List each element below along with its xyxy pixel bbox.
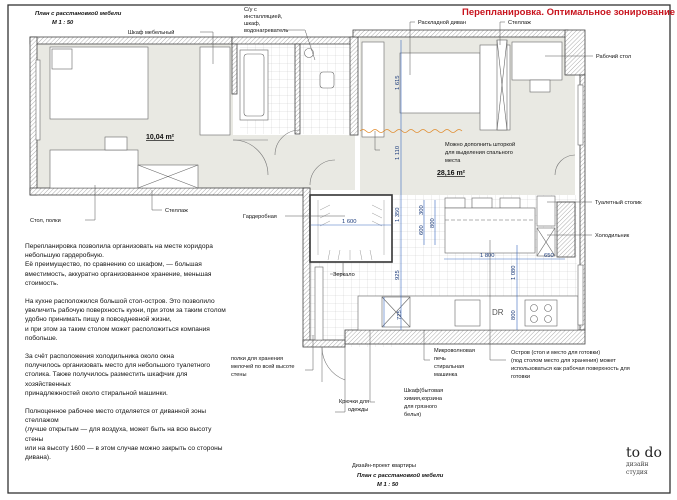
svg-text:Крючки для: Крючки для [339, 399, 369, 405]
curtain-line [359, 129, 463, 133]
svg-text:шкаф,: шкаф, [244, 21, 261, 27]
svg-text:(под столом место для хранения: (под столом место для хранения) может [511, 358, 616, 364]
label-shelving-top: Стеллаж [508, 20, 531, 26]
corridor-floor [233, 135, 355, 190]
windows [35, 59, 584, 326]
toilet [319, 71, 335, 89]
footer-plan-title: План с расстановкой мебели [357, 472, 444, 479]
svg-text:печь: печь [434, 356, 446, 362]
label-microwave: Микроволновая печь стиральная машинка [434, 348, 475, 378]
note-workspace: Полноценное рабочее место отделяется от … [25, 408, 223, 462]
label-small-shelves: полки для хранения мелочей по всей высот… [231, 356, 294, 378]
sofa [399, 52, 481, 114]
plan-title: План с расстановкой мебели [35, 10, 122, 17]
dim-island-b: 600 [419, 225, 425, 235]
svg-text:Шкаф(бытовая: Шкаф(бытовая [404, 388, 443, 394]
area-bedroom: 10,04 m² [146, 134, 175, 141]
dim-closet-side: 1 350 [395, 207, 401, 222]
label-hooks: Крючки для одежды [339, 399, 369, 413]
area-living: 28,16 m² [437, 170, 466, 177]
label-desk: Рабочий стол [596, 53, 631, 60]
dim-island-length: 1 800 [480, 253, 495, 259]
svg-text:стены: стены [231, 372, 247, 378]
dim-counter: 800 [511, 310, 517, 320]
dim-closet-width: 1 600 [342, 219, 357, 225]
desk-shelves [49, 149, 139, 189]
hob [524, 299, 558, 327]
leader-lines [85, 21, 593, 413]
label-mirror: Зеркало [333, 272, 355, 278]
wc-floor [300, 44, 350, 134]
dim-island-a: 300 [419, 205, 425, 215]
svg-text:водонагреватель: водонагреватель [244, 28, 288, 34]
tv-cabinet [361, 41, 385, 138]
svg-text:готовки: готовки [511, 374, 530, 380]
label-table-shelves: Стол, полки [30, 218, 61, 224]
label-walk-in-closet: Гардеробная [243, 214, 277, 220]
label-sofa: Раскладной диван [418, 19, 466, 26]
sheet-frame [7, 4, 671, 494]
furniture [49, 39, 579, 341]
svg-text:машинка: машинка [434, 372, 458, 378]
closet-shelves [317, 200, 385, 261]
logo-sub1: дизайн [626, 461, 649, 468]
label-dressing-table: Туалетный столик [595, 199, 642, 206]
desk [511, 41, 563, 81]
svg-text:одежды: одежды [348, 407, 368, 413]
design-notes: Перепланировка позволила организовать на… [25, 242, 230, 471]
dim-island-c: 800 [430, 218, 436, 228]
svg-text:инсталляцией,: инсталляцией, [244, 13, 283, 20]
svg-text:для выделения спального: для выделения спального [445, 150, 513, 156]
small-shelves [314, 266, 324, 341]
svg-text:мелочей по всей высоте: мелочей по всей высоте [231, 363, 294, 370]
plan-scale: М 1 : 50 [52, 20, 74, 26]
svg-text:для грязного: для грязного [404, 404, 437, 410]
sink [454, 299, 481, 327]
svg-text:полки для хранения: полки для хранения [231, 356, 283, 362]
label-wardrobe-furniture: Шкаф мебельный [128, 29, 174, 36]
dressing-table [536, 195, 556, 227]
svg-text:места: места [445, 158, 461, 164]
dimension-lines [311, 40, 565, 330]
svg-text:Можно дополнить шторкой: Можно дополнить шторкой [445, 141, 515, 148]
svg-text:белья): белья) [404, 412, 421, 418]
svg-text:использоваться как рабочая пов: использоваться как рабочая поверхность д… [511, 366, 630, 372]
footer-scale: М 1 : 50 [377, 482, 399, 488]
svg-text:химия,корзина: химия,корзина [404, 396, 443, 402]
note-fridge: За счёт расположения холодильника около … [25, 353, 211, 397]
dim-sofa-to-island: 1 110 [395, 146, 401, 160]
dim-hall: 925 [395, 270, 401, 280]
dishwasher-label: DR [492, 308, 504, 317]
water-heater [304, 48, 314, 58]
note-island: На кухне расположился большой стол-остро… [25, 298, 226, 342]
doors [232, 129, 576, 382]
svg-text:С/у с: С/у с [244, 7, 257, 13]
note-closet: Перепланировка позволила организовать на… [25, 243, 213, 287]
label-curtain: Можно дополнить шторкой для выделения сп… [445, 141, 515, 164]
logo-sub2: студия [626, 469, 648, 476]
dim-hall-small: 725 [397, 310, 403, 320]
dim-sofa-depth: 1 615 [395, 75, 401, 90]
label-bathroom: С/у с инсталляцией, шкаф, водонагревател… [244, 7, 288, 34]
label-fridge: Холодильник [595, 233, 630, 239]
wardrobe-furniture [199, 46, 231, 136]
dim-island-gap: 650 [544, 253, 554, 259]
svg-text:Остров (стол и место для готов: Остров (стол и место для готовки) [511, 350, 600, 356]
svg-text:стиральная: стиральная [434, 364, 464, 370]
walls [29, 29, 586, 348]
label-cabinet: Шкаф(бытовая химия,корзина для грязного … [404, 388, 443, 418]
main-title: Перепланировка. Оптимальное зонирование [462, 7, 676, 18]
studio-logo: to do дизайн студия [626, 445, 662, 477]
label-island: Остров (стол и место для готовки) (под с… [511, 350, 630, 380]
svg-text:Микроволновая: Микроволновая [434, 348, 475, 354]
label-shelving-bottom: Стеллаж [165, 208, 188, 214]
walk-in-closet [309, 194, 393, 263]
dim-aisle: 1 080 [511, 265, 517, 280]
footer-project: Дизайн-проект квартиры [352, 462, 416, 469]
logo-text: to do [626, 445, 662, 461]
